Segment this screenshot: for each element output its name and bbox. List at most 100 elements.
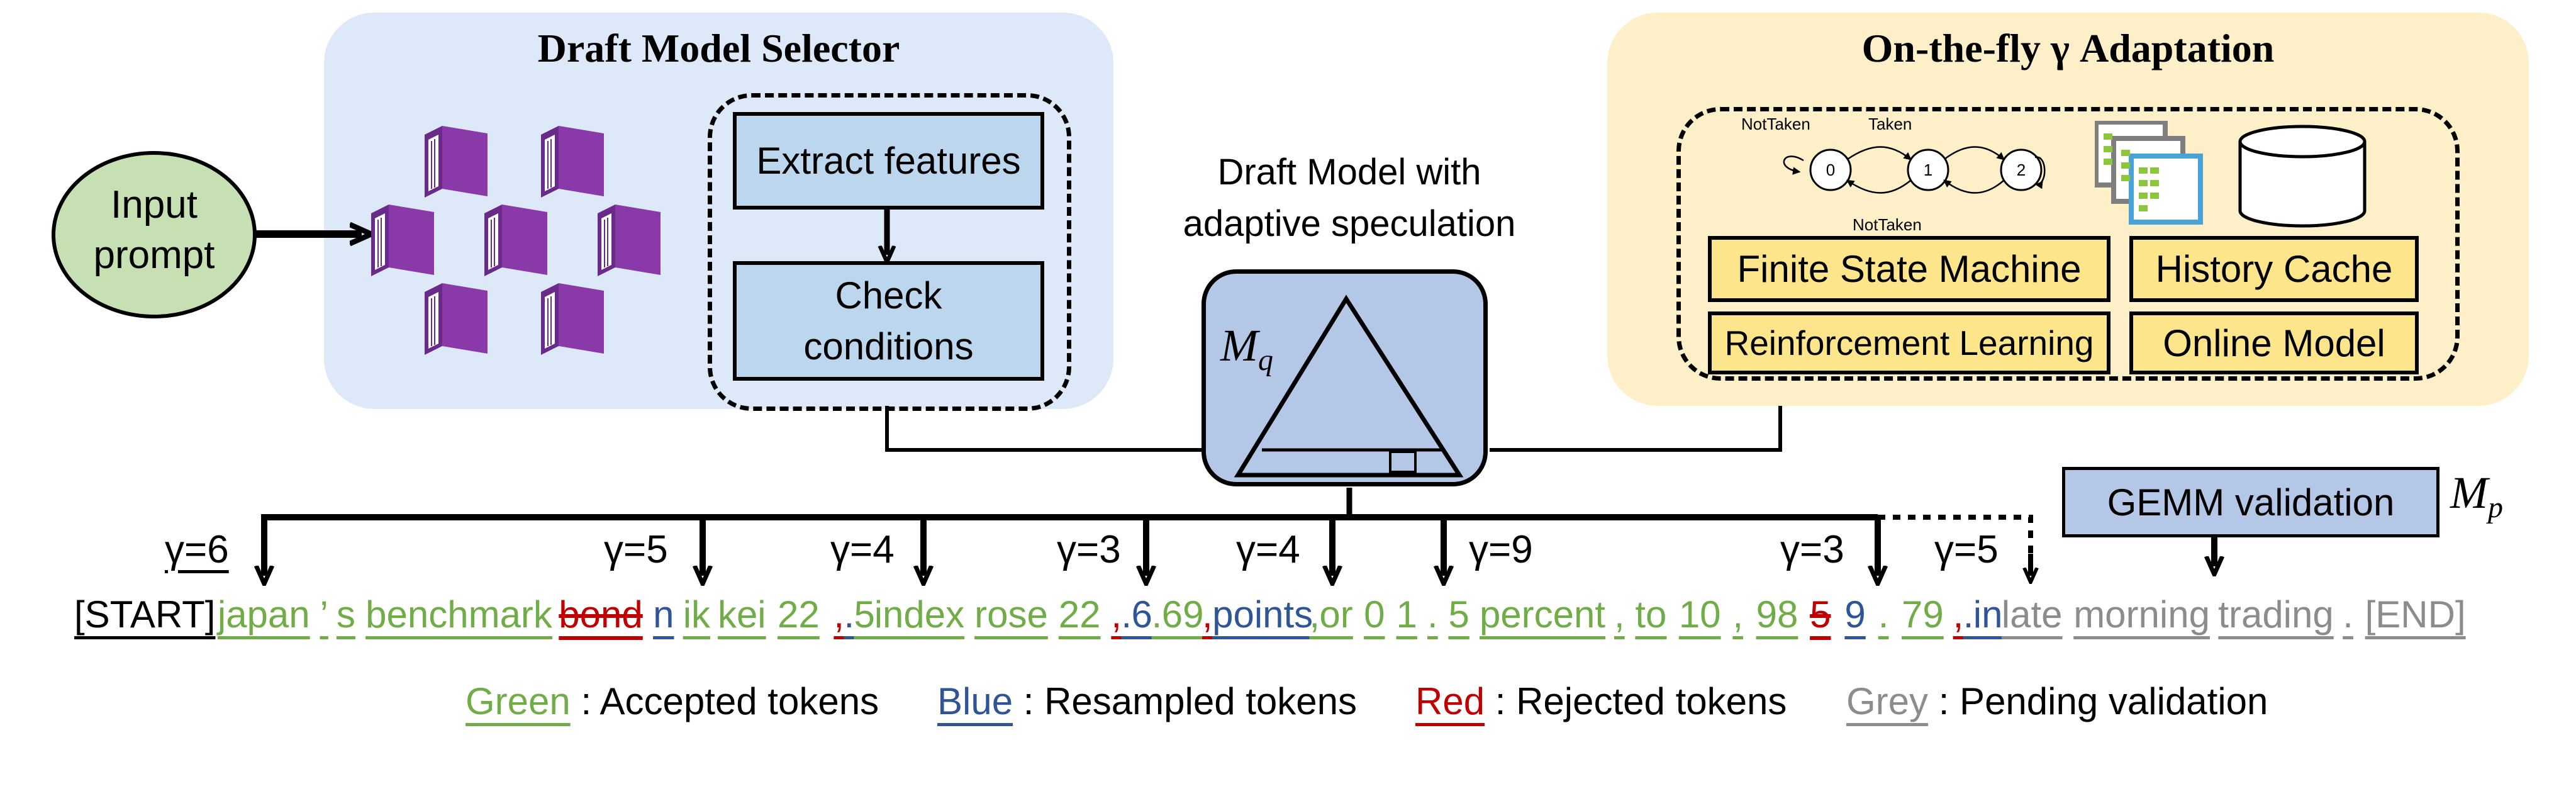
extract-features-box: Extract features (733, 112, 1044, 210)
legend-accepted: Green : Accepted tokens (466, 680, 879, 723)
token-37: . (1878, 593, 1889, 636)
fsm-state-2: 2 (2016, 160, 2026, 179)
legend-pending: Grey : Pending validation (1846, 680, 2268, 723)
token-20: 69 (1161, 593, 1204, 636)
token-46: [END] (2365, 593, 2466, 636)
legend-grey-word: Grey (1846, 680, 1929, 722)
token-34: 98 (1756, 593, 1798, 636)
fsm-label-nottaken-bottom: NotTaken (1853, 215, 1922, 234)
legend-blue-desc: : Resampled tokens (1023, 680, 1358, 722)
legend-resampled: Blue : Resampled tokens (937, 680, 1357, 723)
token-13: index (874, 593, 965, 636)
gamma-label-7: γ=3 (1780, 528, 1844, 571)
gemm-validation-box: GEMM validation (2062, 467, 2439, 537)
adaptation-title: On-the-fly γ Adaptation (1861, 26, 2275, 70)
input-prompt-line2: prompt (93, 233, 215, 277)
selector-title: Draft Model Selector (537, 26, 900, 70)
draft-model-symbol: Mq (1220, 320, 1273, 378)
legend-red-desc: : Rejected tokens (1495, 680, 1787, 722)
token-21: , (1202, 593, 1213, 636)
input-prompt-ellipse (52, 151, 257, 318)
legend-green-word: Green (466, 680, 571, 722)
token-28: 5 (1448, 593, 1469, 636)
token-44: trading (2218, 593, 2334, 636)
check-line2: conditions (803, 325, 974, 367)
fsm-state-1: 1 (1923, 160, 1933, 179)
draft-model-caption-1: Draft Model with (1217, 152, 1481, 193)
token-38: 79 (1902, 593, 1944, 636)
gamma-label-4: γ=3 (1057, 528, 1121, 571)
token-15: 22 (1058, 593, 1101, 636)
selector-model-line (885, 406, 1202, 452)
model-triangle-icon (1234, 294, 1464, 478)
check-conditions-box: Check conditions (733, 261, 1044, 381)
token-30: , (1614, 593, 1625, 636)
token-7: ik (683, 593, 711, 636)
legend-blue-word: Blue (937, 680, 1013, 722)
token-16: , (1111, 593, 1122, 636)
token-8: kei (717, 593, 766, 636)
token-24: or (1319, 593, 1353, 636)
token-18: 6 (1131, 593, 1152, 636)
token-45: . (2343, 593, 2353, 636)
token-2: ’ (320, 593, 328, 636)
token-19: . (1151, 593, 1163, 636)
fsm-diagram (1783, 146, 2046, 194)
token-33: , (1732, 593, 1743, 636)
gamma-label-3: γ=4 (830, 528, 895, 571)
token-12: 5 (854, 593, 875, 636)
token-10: , (834, 593, 845, 636)
model-cubes-icon (371, 125, 661, 356)
token-1: japan (217, 593, 310, 636)
token-9: 22 (778, 593, 820, 636)
token-42: late (2001, 593, 2063, 636)
token-36: 9 (1844, 593, 1866, 636)
token-17: . (1121, 593, 1132, 636)
gamma-label-2: γ=5 (604, 528, 668, 571)
token-6: n (653, 593, 674, 636)
token-22: points (1212, 593, 1313, 636)
input-prompt-line1: Input (111, 183, 198, 227)
fsm-box: Finite State Machine (1708, 236, 2110, 302)
adaptation-model-line (1490, 406, 1782, 452)
history-cache-box: History Cache (2129, 236, 2419, 302)
legend-green-desc: : Accepted tokens (581, 680, 879, 722)
token-40: . (1963, 593, 1974, 636)
legend-rejected: Red : Rejected tokens (1415, 680, 1787, 723)
gamma-label-5: γ=4 (1236, 528, 1300, 571)
online-model-box: Online Model (2129, 311, 2419, 374)
database-icon (2238, 125, 2367, 228)
token-27: . (1427, 593, 1438, 636)
token-26: 1 (1396, 593, 1417, 636)
token-3: s (336, 593, 355, 636)
fsm-label-taken: Taken (1868, 115, 1912, 133)
token-29: percent (1479, 593, 1606, 636)
gamma-label-1: γ=6 (165, 528, 229, 571)
gemm-symbol: Mp (2450, 468, 2503, 525)
rl-box: Reinforcement Learning (1708, 311, 2110, 374)
token-25: 0 (1364, 593, 1385, 636)
token-39: , (1953, 593, 1964, 636)
legend-red-word: Red (1415, 680, 1485, 722)
token-14: rose (974, 593, 1048, 636)
adaptation-dashed-group (1676, 107, 2460, 381)
token-11: . (844, 593, 855, 636)
token-0: [START] (74, 593, 216, 636)
check-line1: Check (835, 274, 942, 317)
token-31: to (1635, 593, 1667, 636)
gamma-label-6: γ=9 (1469, 528, 1533, 571)
token-4: benchmark (365, 593, 552, 636)
token-35: 5 (1810, 593, 1831, 636)
selector-dashed-group (708, 93, 1071, 411)
pending-dotted-line (1878, 515, 2033, 557)
fsm-label-nottaken-top: NotTaken (1741, 115, 1810, 133)
legend-grey-desc: : Pending validation (1938, 680, 2268, 722)
token-23: , (1309, 593, 1320, 636)
token-41: in (1973, 593, 2003, 636)
gamma-label-8: γ=5 (1934, 528, 1999, 571)
token-5: bond (559, 593, 643, 636)
token-43: morning (2073, 593, 2210, 636)
fsm-state-0: 0 (1826, 160, 1836, 179)
